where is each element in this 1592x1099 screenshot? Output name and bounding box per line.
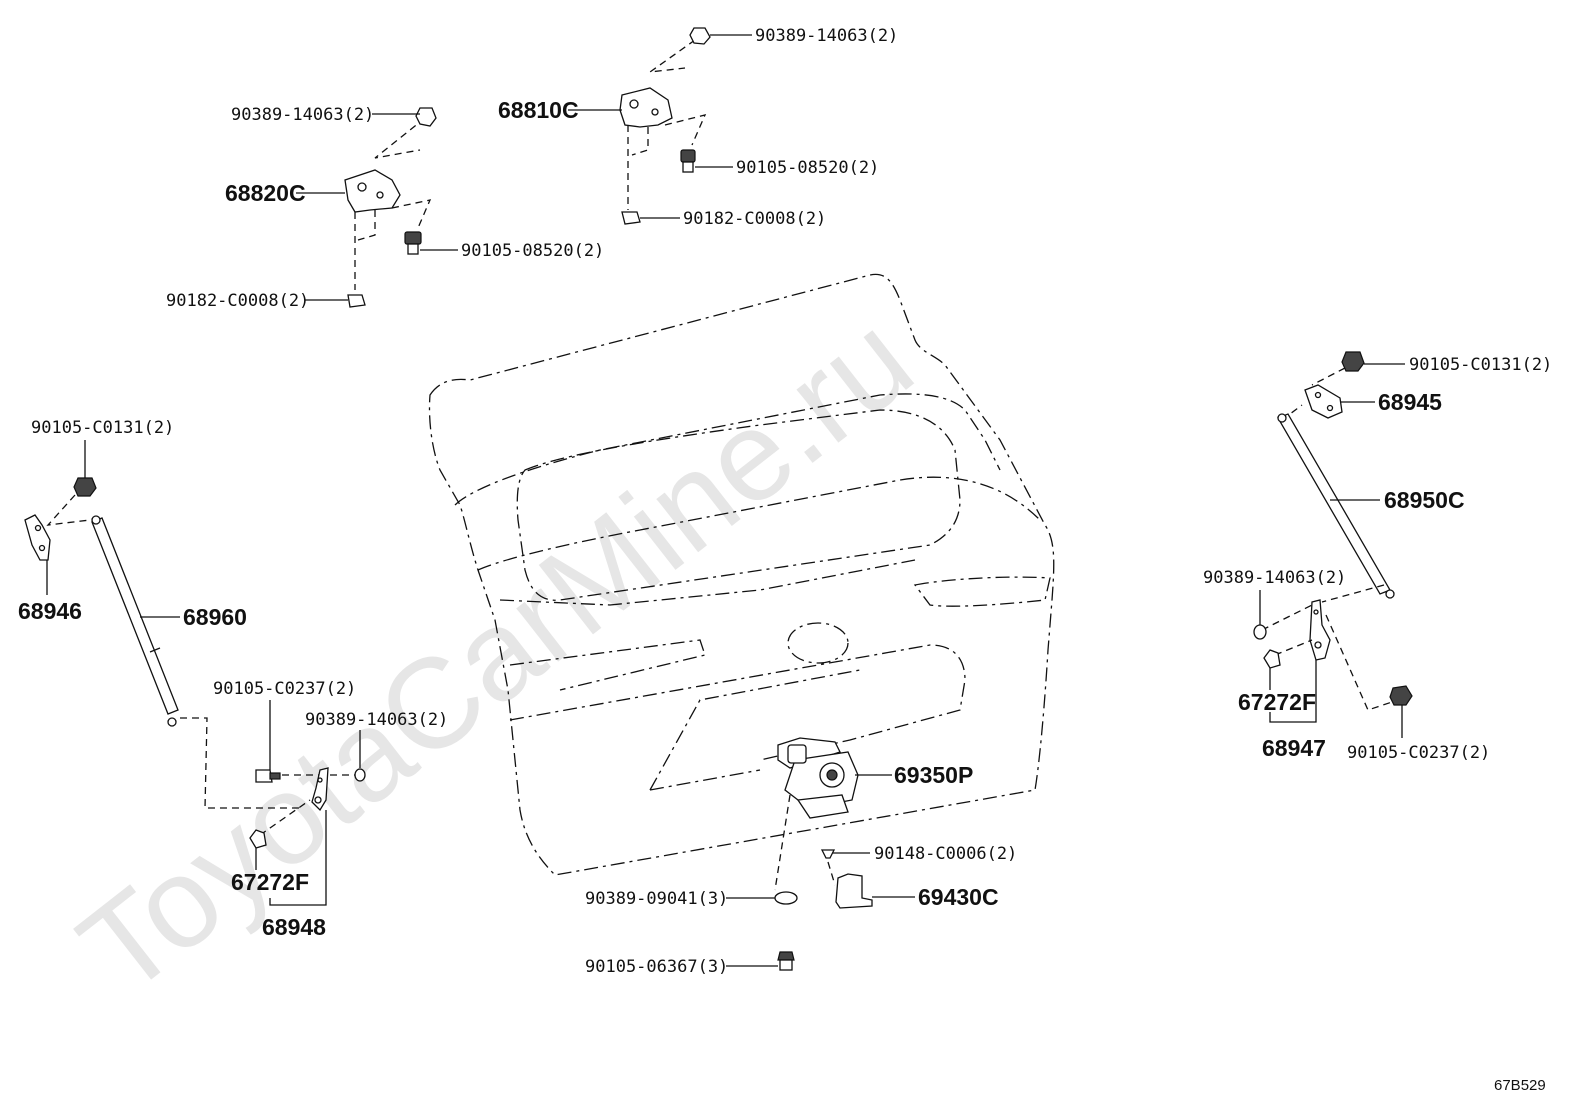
label-90389-14063: 90389-14063(2) — [231, 105, 374, 125]
bolt-icon — [1389, 685, 1413, 706]
bolt-icon — [73, 477, 97, 497]
label-90389-14063: 90389-14063(2) — [1203, 568, 1346, 588]
strut-68950c-assembly — [1253, 351, 1413, 711]
clip-icon — [347, 294, 366, 308]
label-90389-14063: 90389-14063(2) — [305, 710, 448, 730]
bracket-68945 — [1304, 384, 1343, 419]
striker-icon — [835, 873, 873, 909]
label-68948: 68948 — [262, 914, 326, 940]
label-90105-c0237: 90105-C0237(2) — [1347, 743, 1490, 763]
label-90148-c0006: 90148-C0006(2) — [874, 844, 1017, 864]
bolt-icon — [255, 769, 273, 783]
diagram-code: 67B529 — [1494, 1077, 1546, 1094]
bracket-68947 — [1309, 599, 1331, 661]
nut-icon — [415, 107, 437, 127]
label-90105-08520: 90105-08520(2) — [736, 158, 879, 178]
label-90389-09041: 90389-09041(3) — [585, 889, 728, 909]
gas-strut-icon — [1277, 413, 1391, 595]
label-90105-08520: 90105-08520(2) — [461, 241, 604, 261]
leader-lines — [46, 34, 1405, 967]
back-door-panel — [428, 273, 1055, 876]
gas-strut-icon — [91, 517, 179, 715]
label-68947: 68947 — [1262, 735, 1326, 761]
label-90105-c0237: 90105-C0237(2) — [213, 679, 356, 699]
label-68950c: 68950C — [1384, 487, 1465, 513]
label-68960: 68960 — [183, 604, 247, 630]
label-90105-06367: 90105-06367(3) — [585, 957, 728, 977]
label-90105-c0131: 90105-C0131(2) — [1409, 355, 1552, 375]
watermark: ToyotaCarMine.ru — [54, 287, 938, 1022]
label-68946: 68946 — [18, 598, 82, 624]
label-67272f: 67272F — [1238, 689, 1316, 715]
lock-69350p-assembly — [774, 737, 873, 971]
stud-icon — [249, 829, 267, 849]
label-69350p: 69350P — [894, 762, 973, 788]
label-90389-14063: 90389-14063(2) — [755, 26, 898, 46]
part-labels: 90389-14063(2) 68820C 90105-08520(2) 901… — [18, 26, 1552, 977]
clip-icon — [621, 211, 641, 225]
nut-icon — [354, 768, 366, 782]
bolt-icon — [404, 231, 422, 245]
nut-icon — [1253, 624, 1267, 640]
label-90182-c0008: 90182-C0008(2) — [166, 291, 309, 311]
bolt-icon — [1341, 351, 1365, 372]
hinge-68820c — [344, 107, 437, 308]
screw-icon — [820, 849, 836, 859]
washer-icon — [774, 891, 798, 905]
label-68810c: 68810C — [498, 97, 579, 123]
label-67272f: 67272F — [231, 869, 309, 895]
bolt-icon — [680, 149, 696, 163]
hinge-68810c — [619, 27, 711, 225]
label-90182-c0008: 90182-C0008(2) — [683, 209, 826, 229]
stud-icon — [1263, 649, 1281, 669]
label-90105-c0131: 90105-C0131(2) — [31, 418, 174, 438]
bracket-68946 — [24, 514, 51, 561]
nut-icon — [689, 27, 711, 45]
strut-68960-assembly — [24, 477, 366, 849]
label-69430c: 69430C — [918, 884, 999, 910]
bracket-68948 — [311, 767, 329, 812]
label-68820c: 68820C — [225, 180, 306, 206]
label-68945: 68945 — [1378, 389, 1442, 415]
bolt-icon — [777, 951, 795, 961]
